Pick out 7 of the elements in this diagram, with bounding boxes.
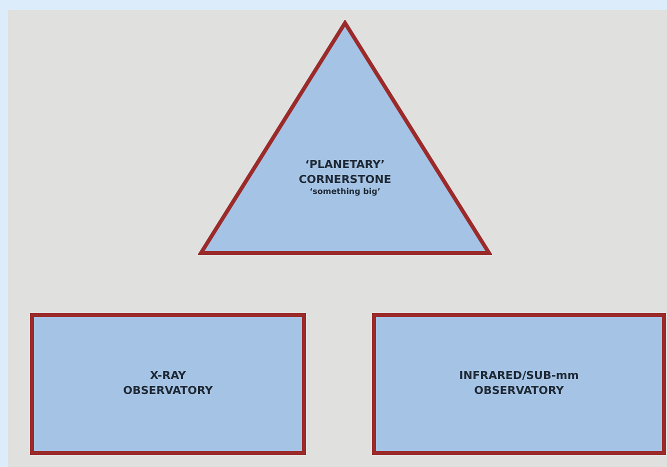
subtitle-text: ‘something big’: [310, 187, 380, 198]
triangle-shape: [198, 20, 492, 256]
process-box: [372, 313, 666, 455]
process-box: [30, 313, 306, 455]
node-label: ‘PLANETARY’ CORNERSTONE: [298, 158, 392, 188]
node-label: X-RAY OBSERVATORY: [122, 369, 214, 399]
node-label: INFRARED/SUB-mm OBSERVATORY: [458, 369, 580, 399]
